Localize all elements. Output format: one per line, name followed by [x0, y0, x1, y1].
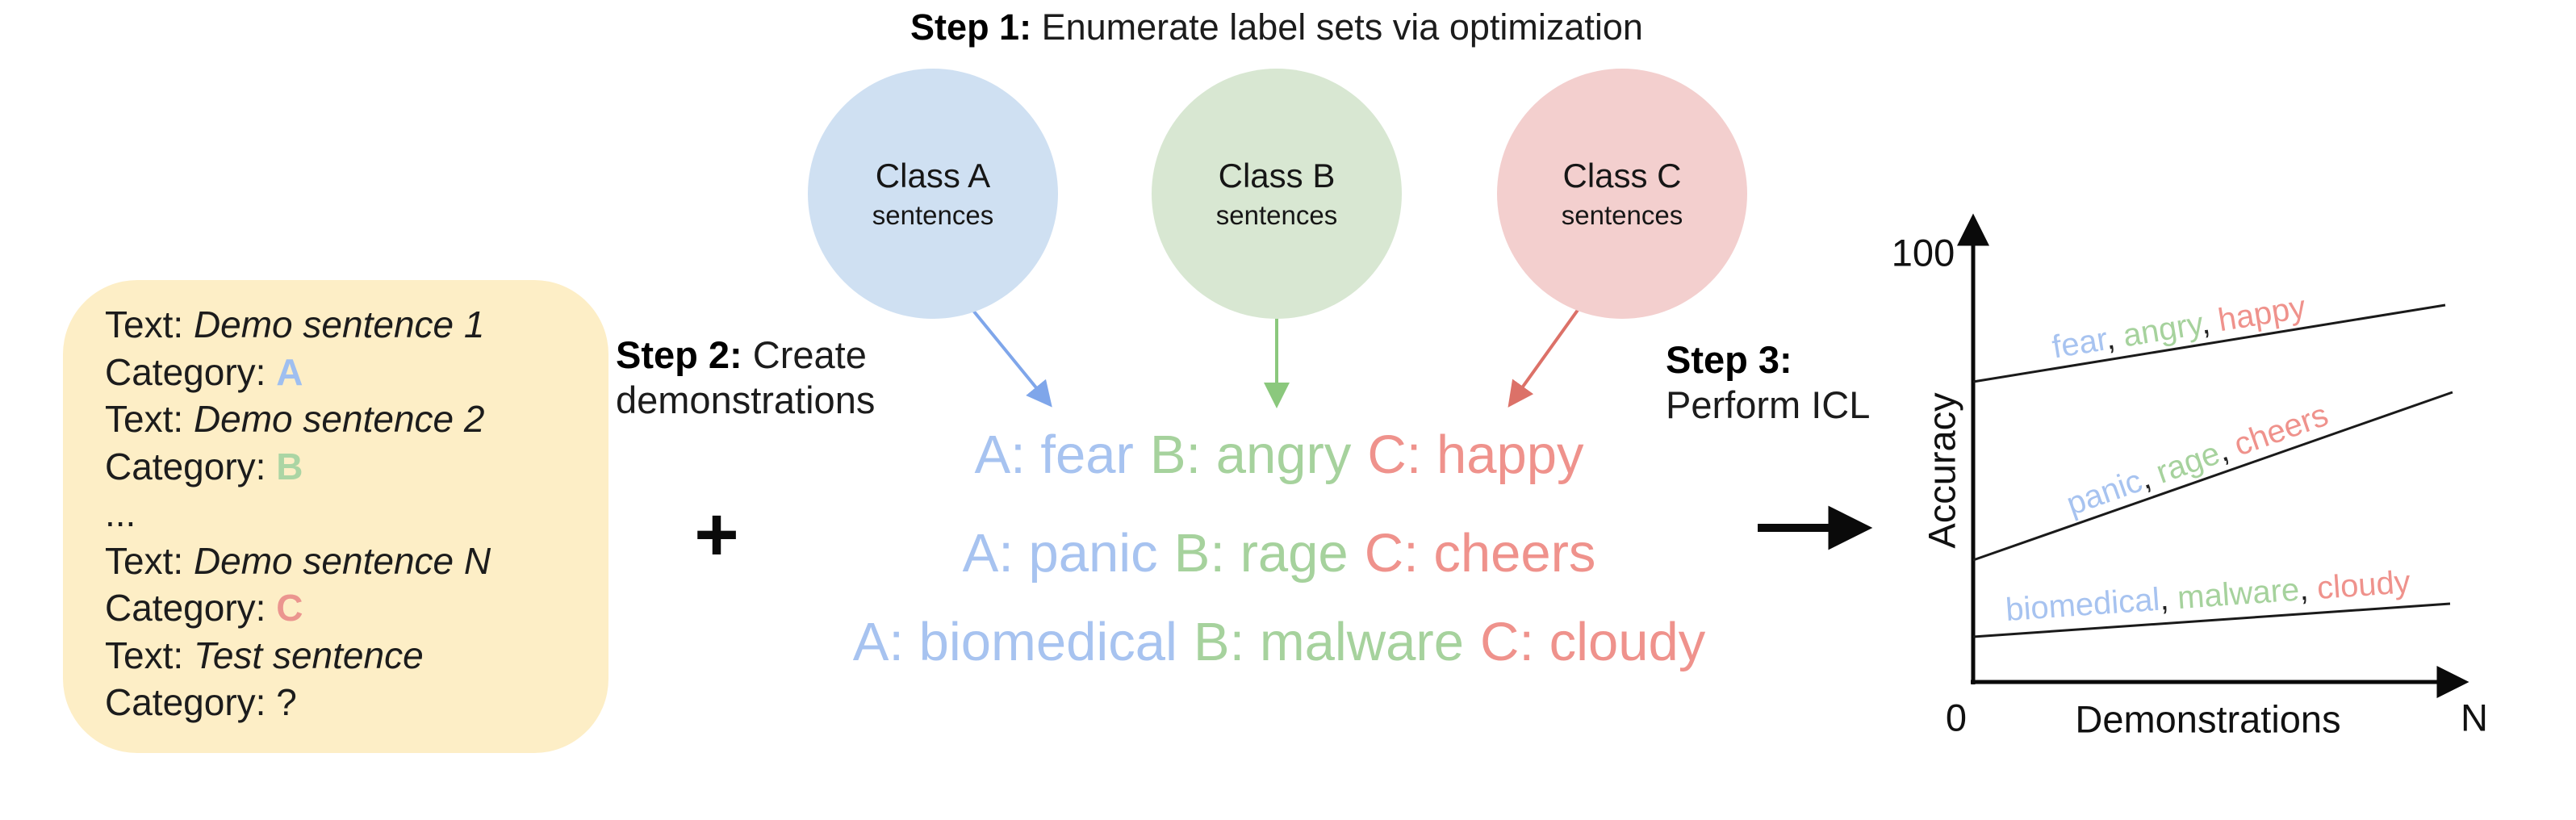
ellipsis: ...: [105, 492, 136, 534]
demo-3-c: C: cloudy: [1480, 612, 1706, 672]
class-b-circle: Class B sentences: [1152, 69, 1402, 319]
class-c-arrow: [1508, 305, 1582, 408]
prompt-line: Category: ?: [105, 679, 592, 726]
class-a-arrow: [968, 305, 1052, 408]
label3-word3: cloudy: [2315, 564, 2412, 606]
line-fear-angry-happy: [1972, 303, 2446, 383]
class-a-circle: Class A sentences: [808, 69, 1058, 319]
prompt-prefix: Text:: [105, 303, 194, 345]
prompt-line: Category: A: [105, 349, 592, 396]
x-axis-label: Demonstrations: [2075, 697, 2341, 741]
prompt-prefix: Category:: [105, 681, 277, 723]
label3-word2: malware: [2176, 571, 2301, 617]
class-c-circle: Class C sentences: [1497, 69, 1747, 319]
step2-title: Step 2: Create demonstrations: [616, 333, 875, 423]
prompt-line: Text: Demo sentence 2: [105, 395, 592, 443]
demo-3-a: A: biomedical: [852, 612, 1177, 672]
demo-1-b: B: angry: [1149, 425, 1352, 485]
demo-2-b: B: rage: [1173, 523, 1349, 584]
step2-label: Step 2:: [616, 333, 742, 376]
class-c-name: Class C: [1562, 157, 1682, 195]
plus-sign: +: [694, 492, 739, 578]
prompt-line: Category: C: [105, 584, 592, 632]
line-panic-rage-cheers: [1972, 391, 2453, 562]
step3-title: Step 3: Perform ICL: [1666, 337, 1870, 428]
y-axis-label: Accuracy: [1920, 392, 1963, 549]
prompt-box: Text: Demo sentence 1 Category: A Text: …: [63, 280, 608, 753]
prompt-prefix: Text:: [105, 398, 194, 440]
step3-line1: Step 3:: [1666, 337, 1870, 383]
prompt-category-c: C: [276, 587, 303, 629]
x-axis-tick-n: N: [2461, 696, 2488, 739]
step2-line2: demonstrations: [616, 379, 876, 421]
step2-text: Create: [742, 333, 867, 376]
demo-2-c: C: cheers: [1364, 523, 1596, 584]
x-axis-tick-0: 0: [1945, 696, 1968, 739]
demo-1-c: C: happy: [1367, 425, 1584, 485]
prompt-prefix: Category:: [105, 587, 277, 629]
prompt-question-mark: ?: [276, 681, 297, 723]
prompt-value: Test sentence: [193, 634, 424, 676]
prompt-line: Text: Demo sentence N: [105, 538, 592, 585]
demo-1-a: A: fear: [974, 425, 1134, 485]
prompt-line-ellipsis: ...: [105, 490, 592, 538]
prompt-line: Text: Test sentence: [105, 632, 592, 680]
step3-label: Step 3:: [1666, 338, 1792, 381]
prompt-prefix: Category:: [105, 445, 277, 487]
prompt-value: Demo sentence 2: [193, 398, 485, 440]
label1-word1: fear: [2049, 321, 2109, 366]
step3-line2: Perform ICL: [1666, 383, 1871, 426]
line-biomedical-malware-cloudy: [1972, 602, 2451, 638]
class-b-sub: sentences: [1215, 200, 1338, 230]
demo-2-a: A: panic: [962, 523, 1158, 584]
step1-title-label: Step 1:: [910, 6, 1032, 48]
step1-title-text: Enumerate label sets via optimization: [1031, 6, 1643, 48]
prompt-line: Category: B: [105, 443, 592, 491]
step2-line1: Step 2: Create: [616, 333, 875, 378]
class-c-sub: sentences: [1561, 200, 1683, 230]
prompt-value: Demo sentence 1: [193, 303, 485, 345]
class-b-name: Class B: [1218, 157, 1336, 195]
class-a-sub: sentences: [872, 200, 994, 230]
step1-title: Step 1: Enumerate label sets via optimiz…: [910, 6, 1643, 48]
prompt-category-a: A: [276, 350, 303, 393]
prompt-category-b: B: [276, 445, 303, 487]
prompt-line: Text: Demo sentence 1: [105, 301, 592, 349]
y-axis-tick-100: 100: [1891, 231, 1955, 274]
label3-comma2: ,: [2298, 571, 2319, 608]
prompt-value: Demo sentence N: [193, 539, 491, 582]
class-a-name: Class A: [875, 157, 991, 195]
prompt-prefix: Text:: [105, 539, 194, 582]
prompt-prefix: Text:: [105, 634, 194, 676]
prompt-prefix: Category:: [105, 350, 277, 393]
demo-3-b: B: malware: [1193, 612, 1465, 672]
